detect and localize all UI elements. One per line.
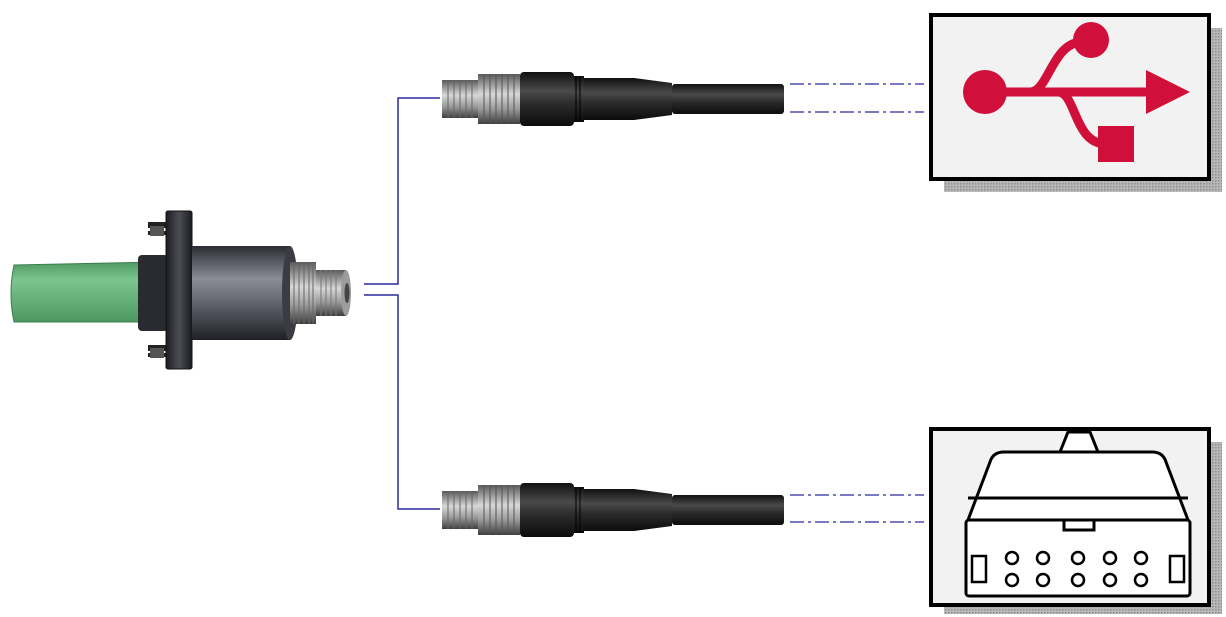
panel-flange — [165, 210, 193, 370]
panel-knurled-nut — [290, 262, 316, 324]
mounting-screw-top — [148, 222, 166, 236]
multipin-socket-icon — [964, 430, 1192, 598]
rs-cable-connector — [442, 483, 784, 537]
panel-rear-collar — [138, 255, 168, 331]
branch-lines — [364, 97, 440, 510]
panel-cable — [10, 261, 161, 323]
panel-threaded-tip — [316, 270, 351, 316]
panel-connector — [10, 210, 351, 370]
panel-body — [192, 246, 290, 340]
dashdot-lines — [790, 83, 924, 523]
multipin-port — [929, 427, 1222, 614]
mounting-screw-bottom — [148, 345, 166, 358]
usb-cable-connector — [442, 72, 784, 126]
branch-line-lower — [364, 294, 440, 510]
usb-port — [929, 13, 1222, 192]
branch-line-upper — [364, 97, 440, 285]
usb-trident-icon — [963, 22, 1190, 162]
